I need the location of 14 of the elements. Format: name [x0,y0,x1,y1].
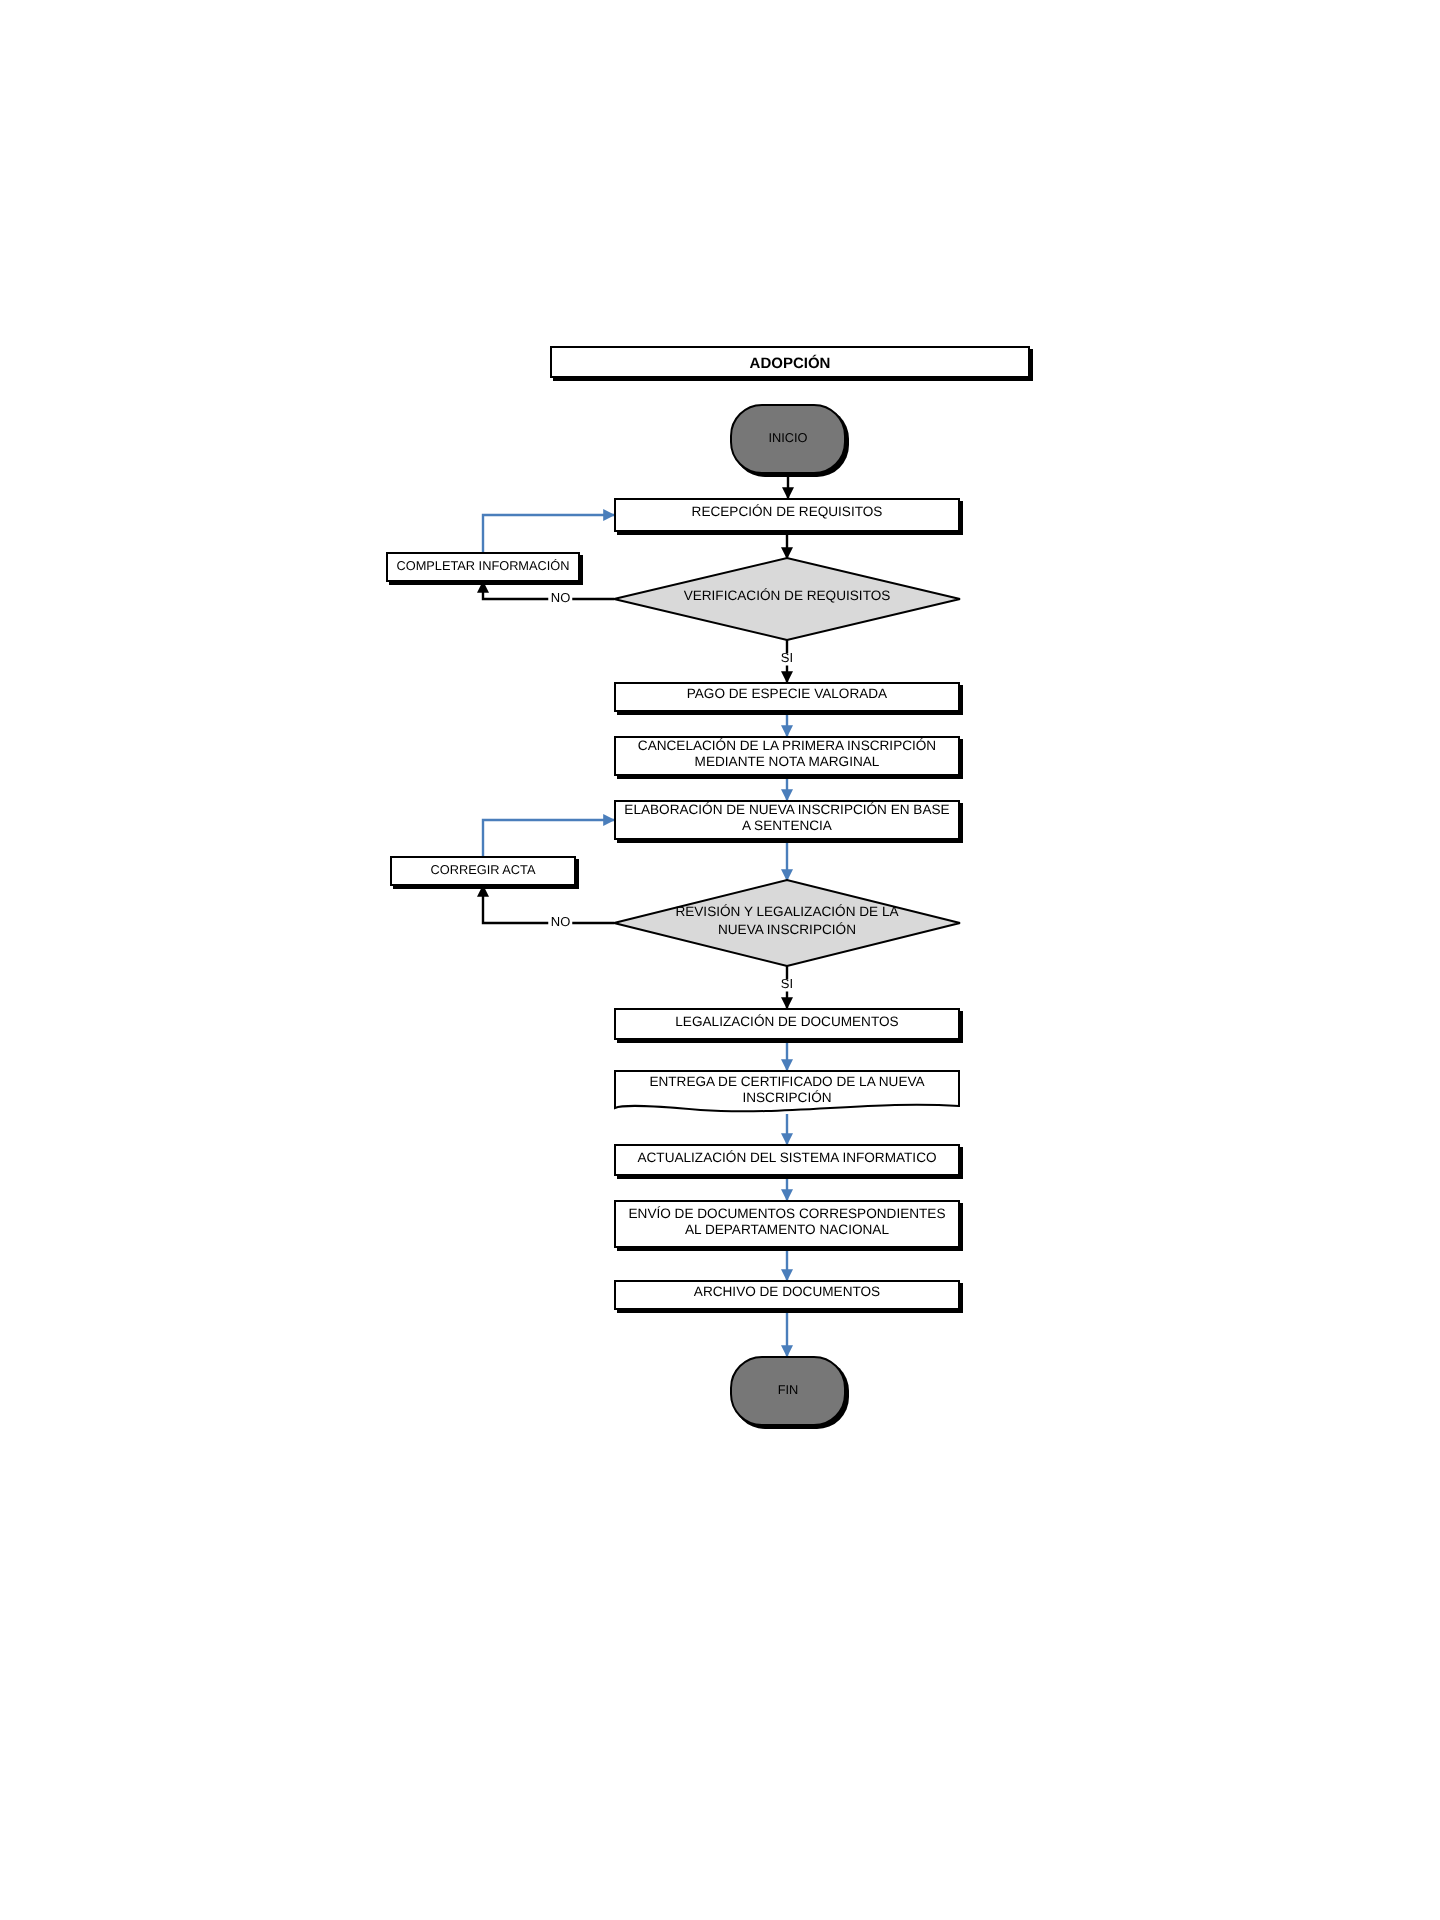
arrow [781,1248,793,1282]
arrow [781,1114,793,1146]
arrow [781,1040,793,1072]
arrow [781,840,793,882]
arrow [781,776,793,802]
arrow [782,474,794,500]
arrow [481,814,616,856]
arrow [477,580,614,601]
arrow [781,1310,793,1358]
arrow [477,884,614,925]
arrow [781,1176,793,1202]
arrow [481,509,616,552]
arrow [781,712,793,738]
arrow [781,532,793,560]
